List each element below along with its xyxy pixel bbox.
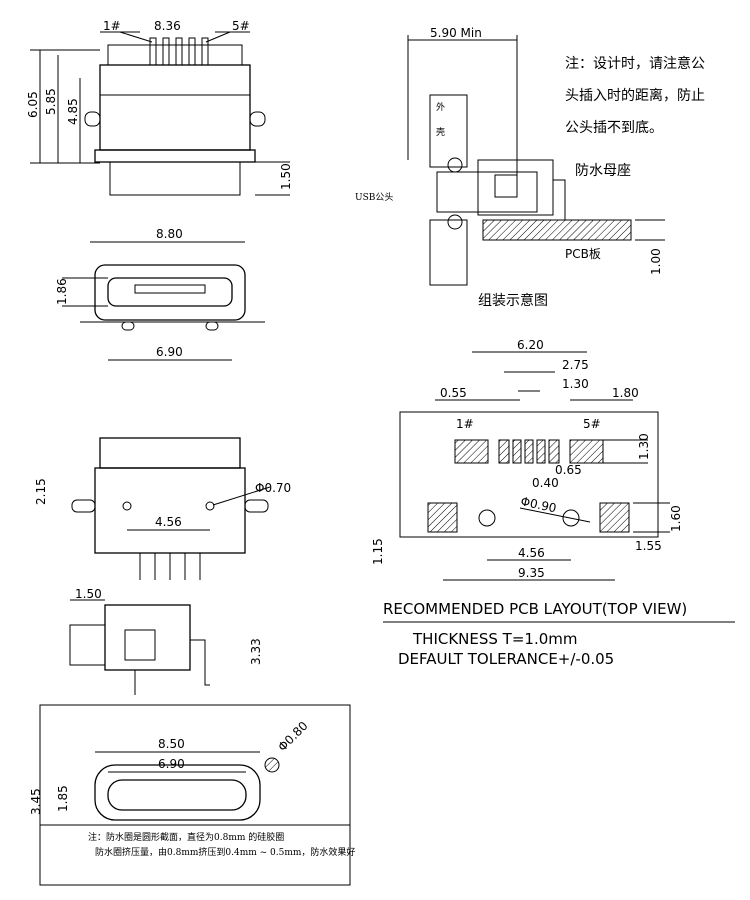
dim-040: 0.40	[532, 476, 559, 490]
thickness-note: THICKNESS T=1.0mm	[412, 630, 578, 648]
note-line-2: 防水圈挤压量，由0.8mm挤压到0.4mm ~ 0.5mm，防水效果好	[95, 846, 355, 858]
dim-055: 0.55	[440, 386, 467, 400]
dim-275: 2.75	[562, 358, 589, 372]
min-distance-dim: 5.90 Min	[430, 26, 482, 40]
dim-160: 1.60	[669, 505, 683, 532]
plug-label: USB公头	[355, 192, 393, 203]
bottom-view: 4.56 Φ0.70 2.15	[34, 437, 291, 580]
receptacle-label: 防水母座	[575, 163, 631, 179]
top-view: 1# 8.36 5# 6.05 5.85 4.85 1.50	[26, 19, 293, 196]
hole-dim: Φ0.90	[519, 494, 557, 515]
note-line-3: 公头插不到底。	[565, 120, 663, 136]
pitch-dim: 4.56	[155, 515, 182, 529]
front-view: 8.80 1.86 6.90	[55, 227, 265, 361]
dim-456: 4.56	[518, 546, 545, 560]
pin1-label: 1#	[103, 19, 121, 33]
shell-label-1: 外	[436, 101, 445, 113]
dim-620: 6.20	[517, 338, 544, 352]
pin5-label: 5#	[583, 417, 601, 431]
dim-115: 1.15	[371, 538, 385, 565]
layout-title: RECOMMENDED PCB LAYOUT(TOP VIEW)	[383, 600, 687, 618]
note-line-1: 注：设计时，请注意公	[565, 55, 705, 72]
hole-dim: Φ0.80	[275, 719, 310, 754]
outer-width-dim: 8.80	[156, 227, 183, 241]
assembly-diagram: 5.90 Min 注：设计时，请注意公 头插入时的距离，防止 公头插不到底。 外…	[355, 26, 705, 309]
height-dim: 2.15	[34, 478, 48, 505]
height-outer-dim: 3.45	[29, 788, 43, 815]
height-485-dim: 4.85	[66, 98, 80, 125]
shell-label-2: 壳	[436, 126, 445, 138]
inner-width-dim: 6.90	[156, 345, 183, 359]
pin5-label: 5#	[232, 19, 250, 33]
width-dim: 8.36	[154, 19, 181, 33]
tolerance-note: DEFAULT TOLERANCE+/-0.05	[398, 650, 614, 668]
height-dim: 3.33	[249, 638, 263, 665]
dim-935: 9.35	[518, 566, 545, 580]
pad-height-dim: 1.30	[637, 433, 651, 460]
height-inner-dim: 1.85	[56, 785, 70, 812]
dim-130: 1.30	[562, 377, 589, 391]
outer-width-dim: 8.50	[158, 737, 185, 751]
assembly-caption: 组装示意图	[478, 292, 548, 309]
dim-155: 1.55	[635, 539, 662, 553]
hole-dim: Φ0.70	[255, 481, 291, 495]
height-605-dim: 6.05	[26, 91, 40, 118]
dim-180: 1.80	[612, 386, 639, 400]
pcb-thickness-dim: 1.00	[649, 248, 663, 275]
pcb-layout: 6.20 2.75 1.30 0.55 1.80 1# 5# 1.30 0.65…	[371, 338, 735, 668]
offset-dim: 1.50	[75, 587, 102, 601]
panel-cutout: 8.50 6.90 Φ0.80 3.45 1.85 注：防水圈是圆形截面，直径为…	[29, 704, 355, 886]
inner-width-dim: 6.90	[158, 757, 185, 771]
side-view: 1.50 3.33	[69, 587, 263, 695]
note-line-2: 头插入时的距离，防止	[565, 87, 705, 104]
pcb-label: PCB板	[565, 247, 601, 261]
height-585-dim: 5.85	[44, 88, 58, 115]
pin1-label: 1#	[456, 417, 474, 431]
dim-065: 0.65	[555, 463, 582, 477]
foot-dim: 1.50	[279, 163, 293, 190]
note-line-1: 注：防水圈是圆形截面，直径为0.8mm 的硅胶圈	[88, 831, 284, 843]
height-dim: 1.86	[55, 278, 69, 305]
